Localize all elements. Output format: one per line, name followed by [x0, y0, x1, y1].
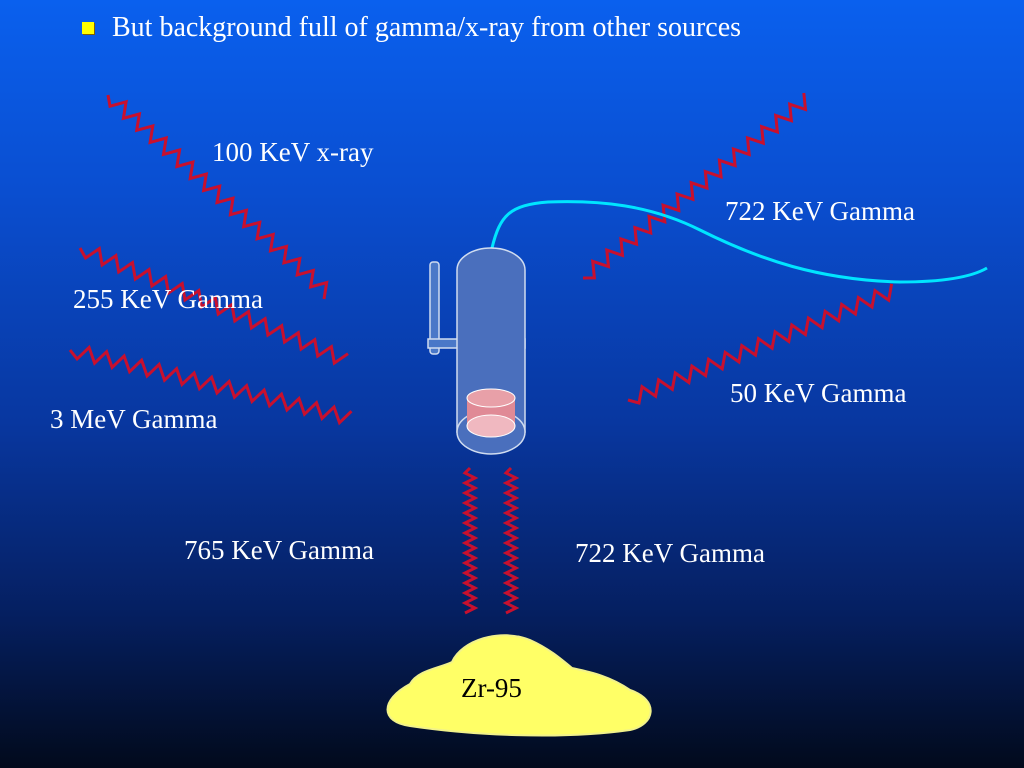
radiation-waves: [68, 92, 894, 615]
wave-3mev-gamma: [68, 344, 353, 426]
label-765kev-gamma: 765 KeV Gamma: [184, 535, 374, 565]
wave-722kev-upper: [582, 92, 808, 280]
bullet-marker: [82, 22, 94, 34]
label-3mev-gamma: 3 MeV Gamma: [50, 404, 218, 434]
bullet-point: But background full of gamma/x-ray from …: [82, 8, 741, 48]
wave-765kev-gamma: [461, 466, 479, 615]
detector-crystal: [466, 388, 516, 438]
detector-cable: [490, 200, 988, 284]
wave-100kev-xray: [106, 94, 329, 300]
label-722kev-gamma-lower: 722 KeV Gamma: [575, 538, 765, 568]
source-label: Zr-95: [461, 673, 522, 703]
bullet-text: But background full of gamma/x-ray from …: [112, 12, 742, 43]
label-50kev-gamma: 50 KeV Gamma: [730, 378, 907, 408]
wave-722kev-lower: [502, 466, 520, 615]
wave-50kev-gamma: [627, 283, 894, 405]
label-255kev-gamma: 255 KeV Gamma: [73, 284, 263, 314]
source-blob: [386, 634, 652, 737]
label-100kev-xray: 100 KeV x-ray: [212, 137, 374, 167]
wave-255kev-gamma: [78, 246, 349, 366]
label-722kev-gamma-upper: 722 KeV Gamma: [725, 196, 915, 226]
